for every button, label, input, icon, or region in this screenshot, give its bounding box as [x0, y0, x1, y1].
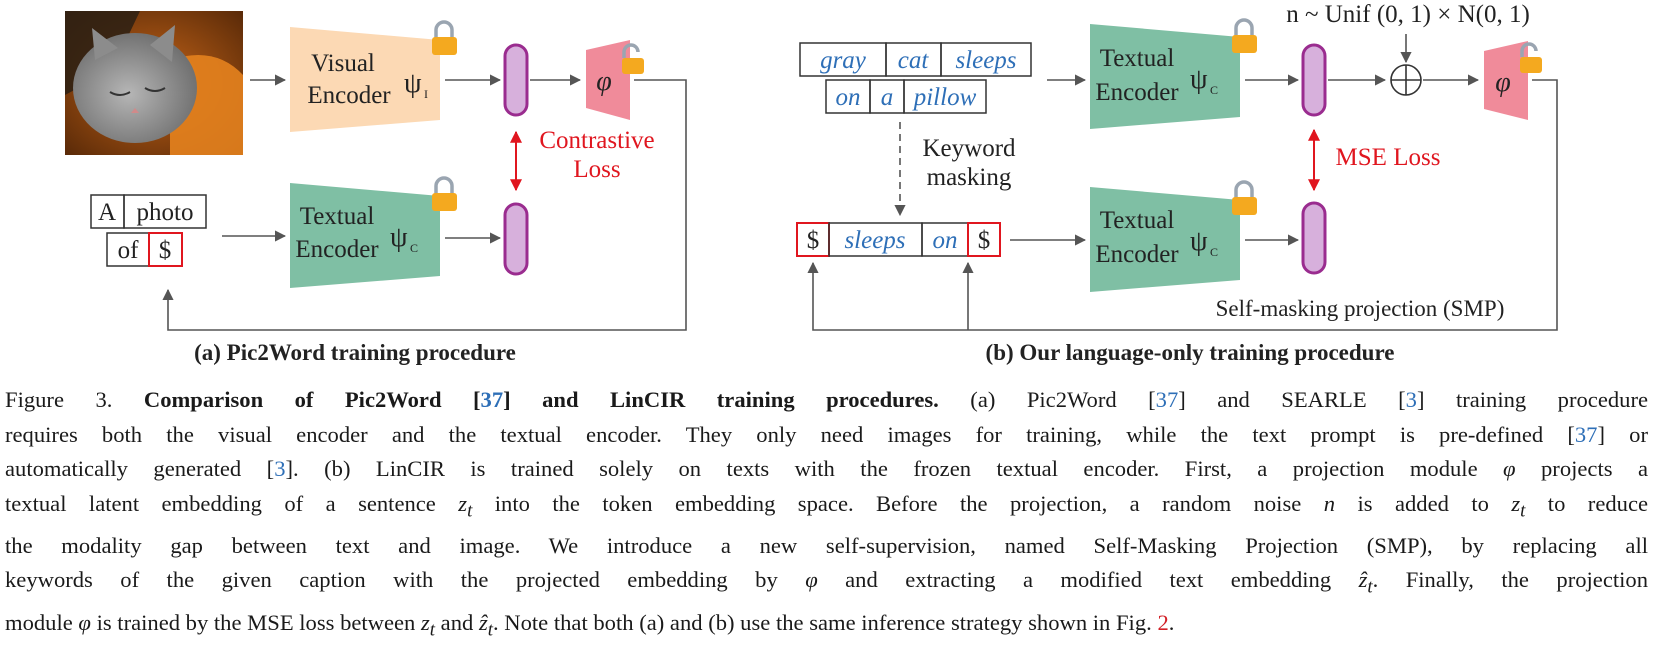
textual-encoder-line1: Textual [1100, 45, 1175, 72]
masked-tokens: $ sleeps on $ [796, 222, 1001, 257]
prompt-token: of [118, 237, 140, 264]
unlock-icon [622, 43, 644, 74]
add-noise-icon [1390, 64, 1422, 96]
lock-icon [432, 20, 457, 55]
textual-encoder-b-bottom: Textual Encoder ψ C [1090, 187, 1240, 292]
panel-b-label: (b) Our language-only training procedure [986, 340, 1395, 365]
psi-subscript: C [1210, 83, 1218, 97]
textual-encoder-a: Textual Encoder ψ C [290, 183, 440, 288]
textual-encoder-b-top: Textual Encoder ψ C [1090, 24, 1240, 129]
visual-encoder-line1: Visual [311, 50, 375, 77]
placeholder-token: $ [159, 237, 172, 264]
textual-encoder-line2: Encoder [1095, 79, 1179, 106]
caption-title: Comparison of Pic2Word [37] and LinCIR t… [143, 387, 939, 412]
figure-link[interactable]: 2 [1157, 609, 1169, 635]
caption-line: requires both the visual encoder and the… [5, 421, 1648, 447]
phi-symbol: φ [1495, 67, 1511, 98]
caption-token: on [933, 227, 958, 254]
caption-token: on [836, 84, 861, 111]
citation-link[interactable]: 37 [1574, 421, 1598, 447]
textual-encoder-line1: Textual [300, 203, 375, 230]
caption-line: textual latent embedding of a sentence z… [5, 490, 1649, 522]
noise-formula: n ~ Unif (0, 1) × N(0, 1) [1286, 1, 1530, 28]
textual-encoder-line2: Encoder [295, 236, 379, 263]
panel-a-label: (a) Pic2Word training procedure [194, 340, 516, 365]
caption-line: the modality gap between text and image.… [5, 532, 1648, 558]
panel-b: gray cat sleeps on a pillow Keyword mask… [796, 1, 1558, 365]
prompt-token: A [98, 199, 116, 226]
keyword-masking-line1: Keyword [922, 135, 1016, 162]
text-embedding [503, 202, 529, 276]
psi-symbol: ψ [1190, 226, 1208, 257]
psi-subscript: C [410, 241, 418, 255]
figure-caption: Figure 3. Comparison of Pic2Word [37] an… [5, 383, 1648, 648]
visual-encoder: Visual Encoder ψ I [290, 27, 440, 132]
modified-text-embedding [1301, 201, 1327, 275]
phi-symbol: φ [596, 66, 612, 97]
psi-symbol: ψ [1190, 64, 1208, 95]
caption-line: module φ is trained by the MSE loss betw… [5, 609, 1175, 641]
smp-label: Self-masking projection (SMP) [1216, 296, 1505, 321]
psi-symbol: ψ [390, 222, 408, 253]
placeholder-token: $ [978, 227, 991, 254]
projection-module-phi: φ [1484, 41, 1528, 120]
caption-tokens: gray cat sleeps on a pillow [799, 42, 1032, 114]
keyword-masking-line2: masking [927, 164, 1012, 191]
caption-token: a [881, 84, 894, 111]
caption-token: sleeps [844, 227, 905, 254]
lock-icon [432, 176, 457, 211]
caption-token: gray [820, 47, 867, 74]
citation-link[interactable]: 3 [1405, 387, 1417, 412]
citation-link[interactable]: 37 [1155, 387, 1179, 412]
caption-token: pillow [912, 84, 977, 111]
lock-icon [1232, 180, 1257, 215]
caption-token: sleeps [955, 47, 1016, 74]
caption-line: keywords of the given caption with the p… [5, 567, 1648, 598]
psi-subscript: C [1210, 245, 1218, 259]
caption-token: cat [898, 47, 930, 74]
text-embedding [1301, 43, 1327, 117]
psi-subscript: I [424, 87, 428, 101]
contrastive-loss-line2: Loss [573, 156, 620, 183]
visual-encoder-line2: Encoder [307, 82, 391, 109]
figure-number: Figure 3. [5, 387, 113, 412]
caption-line: Figure 3. Comparison of Pic2Word [37] an… [5, 387, 1648, 412]
citation-link[interactable]: 3 [274, 456, 286, 482]
placeholder-token: $ [807, 227, 820, 254]
textual-encoder-line2: Encoder [1095, 241, 1179, 268]
lock-icon [1232, 18, 1257, 53]
contrastive-loss-line1: Contrastive [539, 127, 654, 154]
psi-symbol: ψ [404, 68, 422, 99]
panel-a: Visual Encoder ψ I φ Contrastive Loss [65, 11, 687, 365]
mse-loss-label: MSE Loss [1336, 144, 1441, 171]
textual-encoder-line1: Textual [1100, 207, 1175, 234]
unlock-icon [1520, 42, 1542, 73]
caption-line: automatically generated [3]. (b) LinCIR … [5, 456, 1648, 482]
cat-photo [65, 11, 243, 155]
prompt-token: photo [137, 199, 194, 226]
prompt-tokens: A photo of $ [90, 194, 207, 267]
citation-link[interactable]: 37 [480, 387, 504, 412]
image-embedding [503, 43, 529, 117]
projection-module-phi: φ [586, 40, 630, 120]
training-procedure-figure: Visual Encoder ψ I φ Contrastive Loss [65, 1, 1558, 365]
